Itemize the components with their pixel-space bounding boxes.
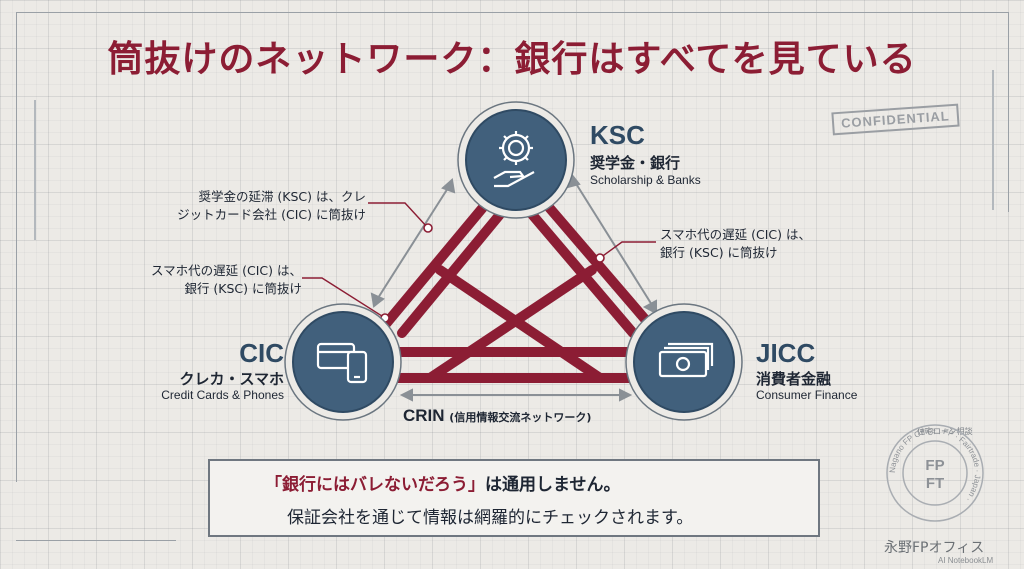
leader-dot-3 (595, 253, 605, 263)
banknotes-icon (658, 342, 714, 378)
jicc-label: JICC (756, 338, 816, 368)
card-phone-icon (316, 342, 368, 384)
logo-line-1: FP (925, 457, 944, 474)
warning-line-2: 保証会社を通じて情報は網羅的にチェックされます。 (287, 508, 694, 528)
gear-coin-hand-icon (493, 131, 535, 188)
frame-inner-left (34, 100, 36, 240)
frame-left (16, 12, 17, 482)
crin-sublabel: (信用情報交流ネットワーク) (449, 411, 592, 424)
office-name: 永野FPオフィス (884, 540, 985, 556)
annotation-right: スマホ代の遅延 (CIC) は、 銀行 (KSC) に筒抜け (660, 227, 811, 260)
cic-label-en: Credit Cards & Phones (161, 388, 284, 402)
logo-line-2: FT (926, 475, 944, 492)
cic-node (284, 303, 402, 421)
callout-leaders (302, 202, 656, 319)
band-ksc-cic-a (380, 200, 490, 330)
page-title: 筒抜けのネットワーク：銀行はすべてを見ている (107, 39, 917, 80)
jicc-label-en: Consumer Finance (756, 388, 858, 402)
annotation-cic-ksc: スマホ代の遅延 (CIC) は、 銀行 (KSC) に筒抜け (151, 263, 302, 296)
cic-label-jp: クレカ・スマホ (179, 370, 284, 388)
frame-bottom-left (16, 540, 176, 541)
frame-top (16, 12, 1008, 13)
footer-credit: AI NotebookLM (938, 556, 994, 565)
ksc-node (457, 101, 575, 219)
annotation-ksc-cic: 奨学金の延滞 (KSC) は、クレ ジットカード会社 (CIC) に筒抜け (177, 189, 366, 222)
office-logo: Nagano FP Office · FP · Fairtrade · Japa… (886, 424, 984, 522)
band-ksc-jicc-a (542, 200, 655, 330)
cic-label: CIC (239, 338, 284, 368)
logo-caption: 住宅ローン相談 (917, 427, 973, 436)
warning-line-1: 「銀行にはバレないだろう」は通用しません。 (265, 475, 621, 495)
jicc-node (625, 303, 743, 421)
frame-inner-right (992, 70, 994, 210)
ksc-label: KSC (590, 120, 645, 150)
ksc-label-jp: 奨学金・銀行 (590, 154, 681, 172)
ksc-label-en: Scholarship & Banks (590, 173, 701, 187)
frame-right (1008, 12, 1009, 212)
warning-box (208, 459, 820, 537)
jicc-label-jp: 消費者金融 (756, 370, 832, 388)
leader-dot-1 (423, 223, 433, 233)
band-inner-right (425, 265, 597, 383)
crin-label: CRIN (信用情報交流ネットワーク) (403, 406, 592, 425)
connection-bands (380, 200, 655, 383)
